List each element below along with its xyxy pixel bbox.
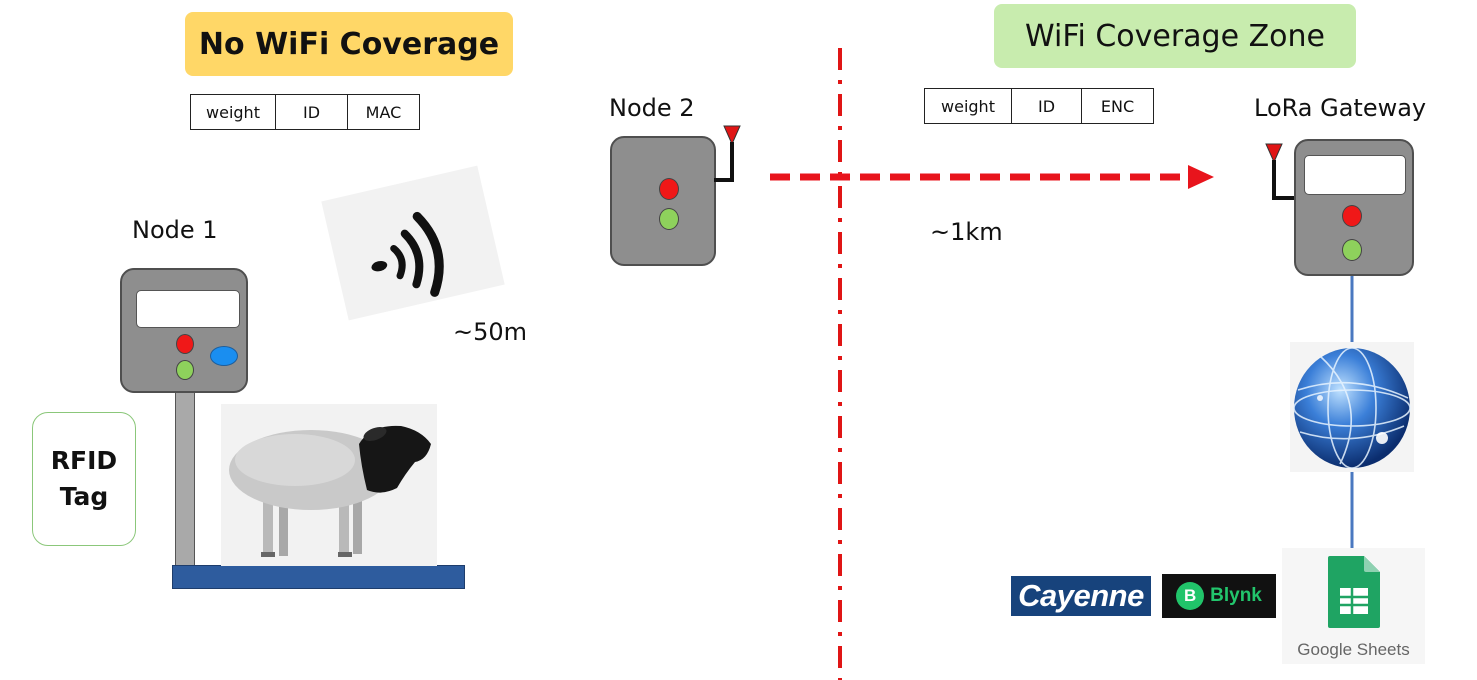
wifi-zone-title: WiFi Coverage Zone (994, 4, 1356, 68)
blynk-logo-text: Blynk (1210, 585, 1262, 606)
sheep-illustration (229, 425, 431, 557)
packet-format-lora: weight ID ENC (924, 88, 1154, 124)
antenna-icon (1265, 143, 1294, 200)
node1-label: Node 1 (132, 216, 218, 244)
blynk-logo: B Blynk (1162, 574, 1276, 618)
blynk-badge-icon: B (1176, 582, 1205, 610)
scale-pole (175, 392, 195, 568)
cayenne-logo: Cayenne (1011, 576, 1151, 616)
packet-format-wifi: weight ID MAC (190, 94, 420, 130)
google-sheets-icon (1328, 556, 1380, 628)
antenna-icon (714, 125, 741, 182)
node2-label: Node 2 (609, 94, 695, 122)
node1-green-led (176, 360, 194, 380)
wifi-zone-label: WiFi Coverage Zone (1025, 18, 1325, 54)
node1-blue-button (210, 346, 238, 366)
node1-device (120, 268, 248, 393)
packet-field-id: ID (1012, 88, 1082, 124)
rfid-tag-label-line2: Tag (59, 482, 109, 511)
wifi-range-label: ~50m (453, 318, 528, 346)
google-sheets-logo: Google Sheets (1282, 548, 1425, 664)
gateway-device (1294, 139, 1414, 276)
packet-field-mac: MAC (348, 94, 420, 130)
packet-field-id: ID (276, 94, 348, 130)
packet-field-weight: weight (924, 88, 1012, 124)
rfid-tag-label-line1: RFID (50, 446, 118, 475)
gateway-red-led (1342, 205, 1362, 227)
lora-link-arrow (770, 165, 1214, 189)
cayenne-logo-text: Cayenne (1018, 578, 1144, 613)
node2-green-led (659, 208, 679, 230)
rfid-tag-box: RFID Tag (32, 412, 136, 546)
gateway-connector-line (1350, 276, 1354, 548)
coverage-boundary-line (838, 48, 842, 680)
globe-icon (1293, 347, 1411, 469)
gateway-label: LoRa Gateway (1254, 94, 1427, 122)
google-sheets-label: Google Sheets (1297, 640, 1410, 659)
lora-range-label: ~1km (930, 218, 1003, 246)
node2-red-led (659, 178, 679, 200)
no-wifi-zone-title: No WiFi Coverage (185, 12, 513, 76)
node1-red-led (176, 334, 194, 354)
packet-field-enc: ENC (1082, 88, 1154, 124)
no-wifi-zone-label: No WiFi Coverage (198, 26, 500, 62)
scale-platform (172, 565, 465, 589)
node1-screen (136, 290, 240, 328)
gateway-green-led (1342, 239, 1362, 261)
gateway-screen (1304, 155, 1406, 195)
packet-field-weight: weight (190, 94, 276, 130)
node2-device (610, 136, 716, 266)
wifi-signal-icon (371, 211, 444, 297)
